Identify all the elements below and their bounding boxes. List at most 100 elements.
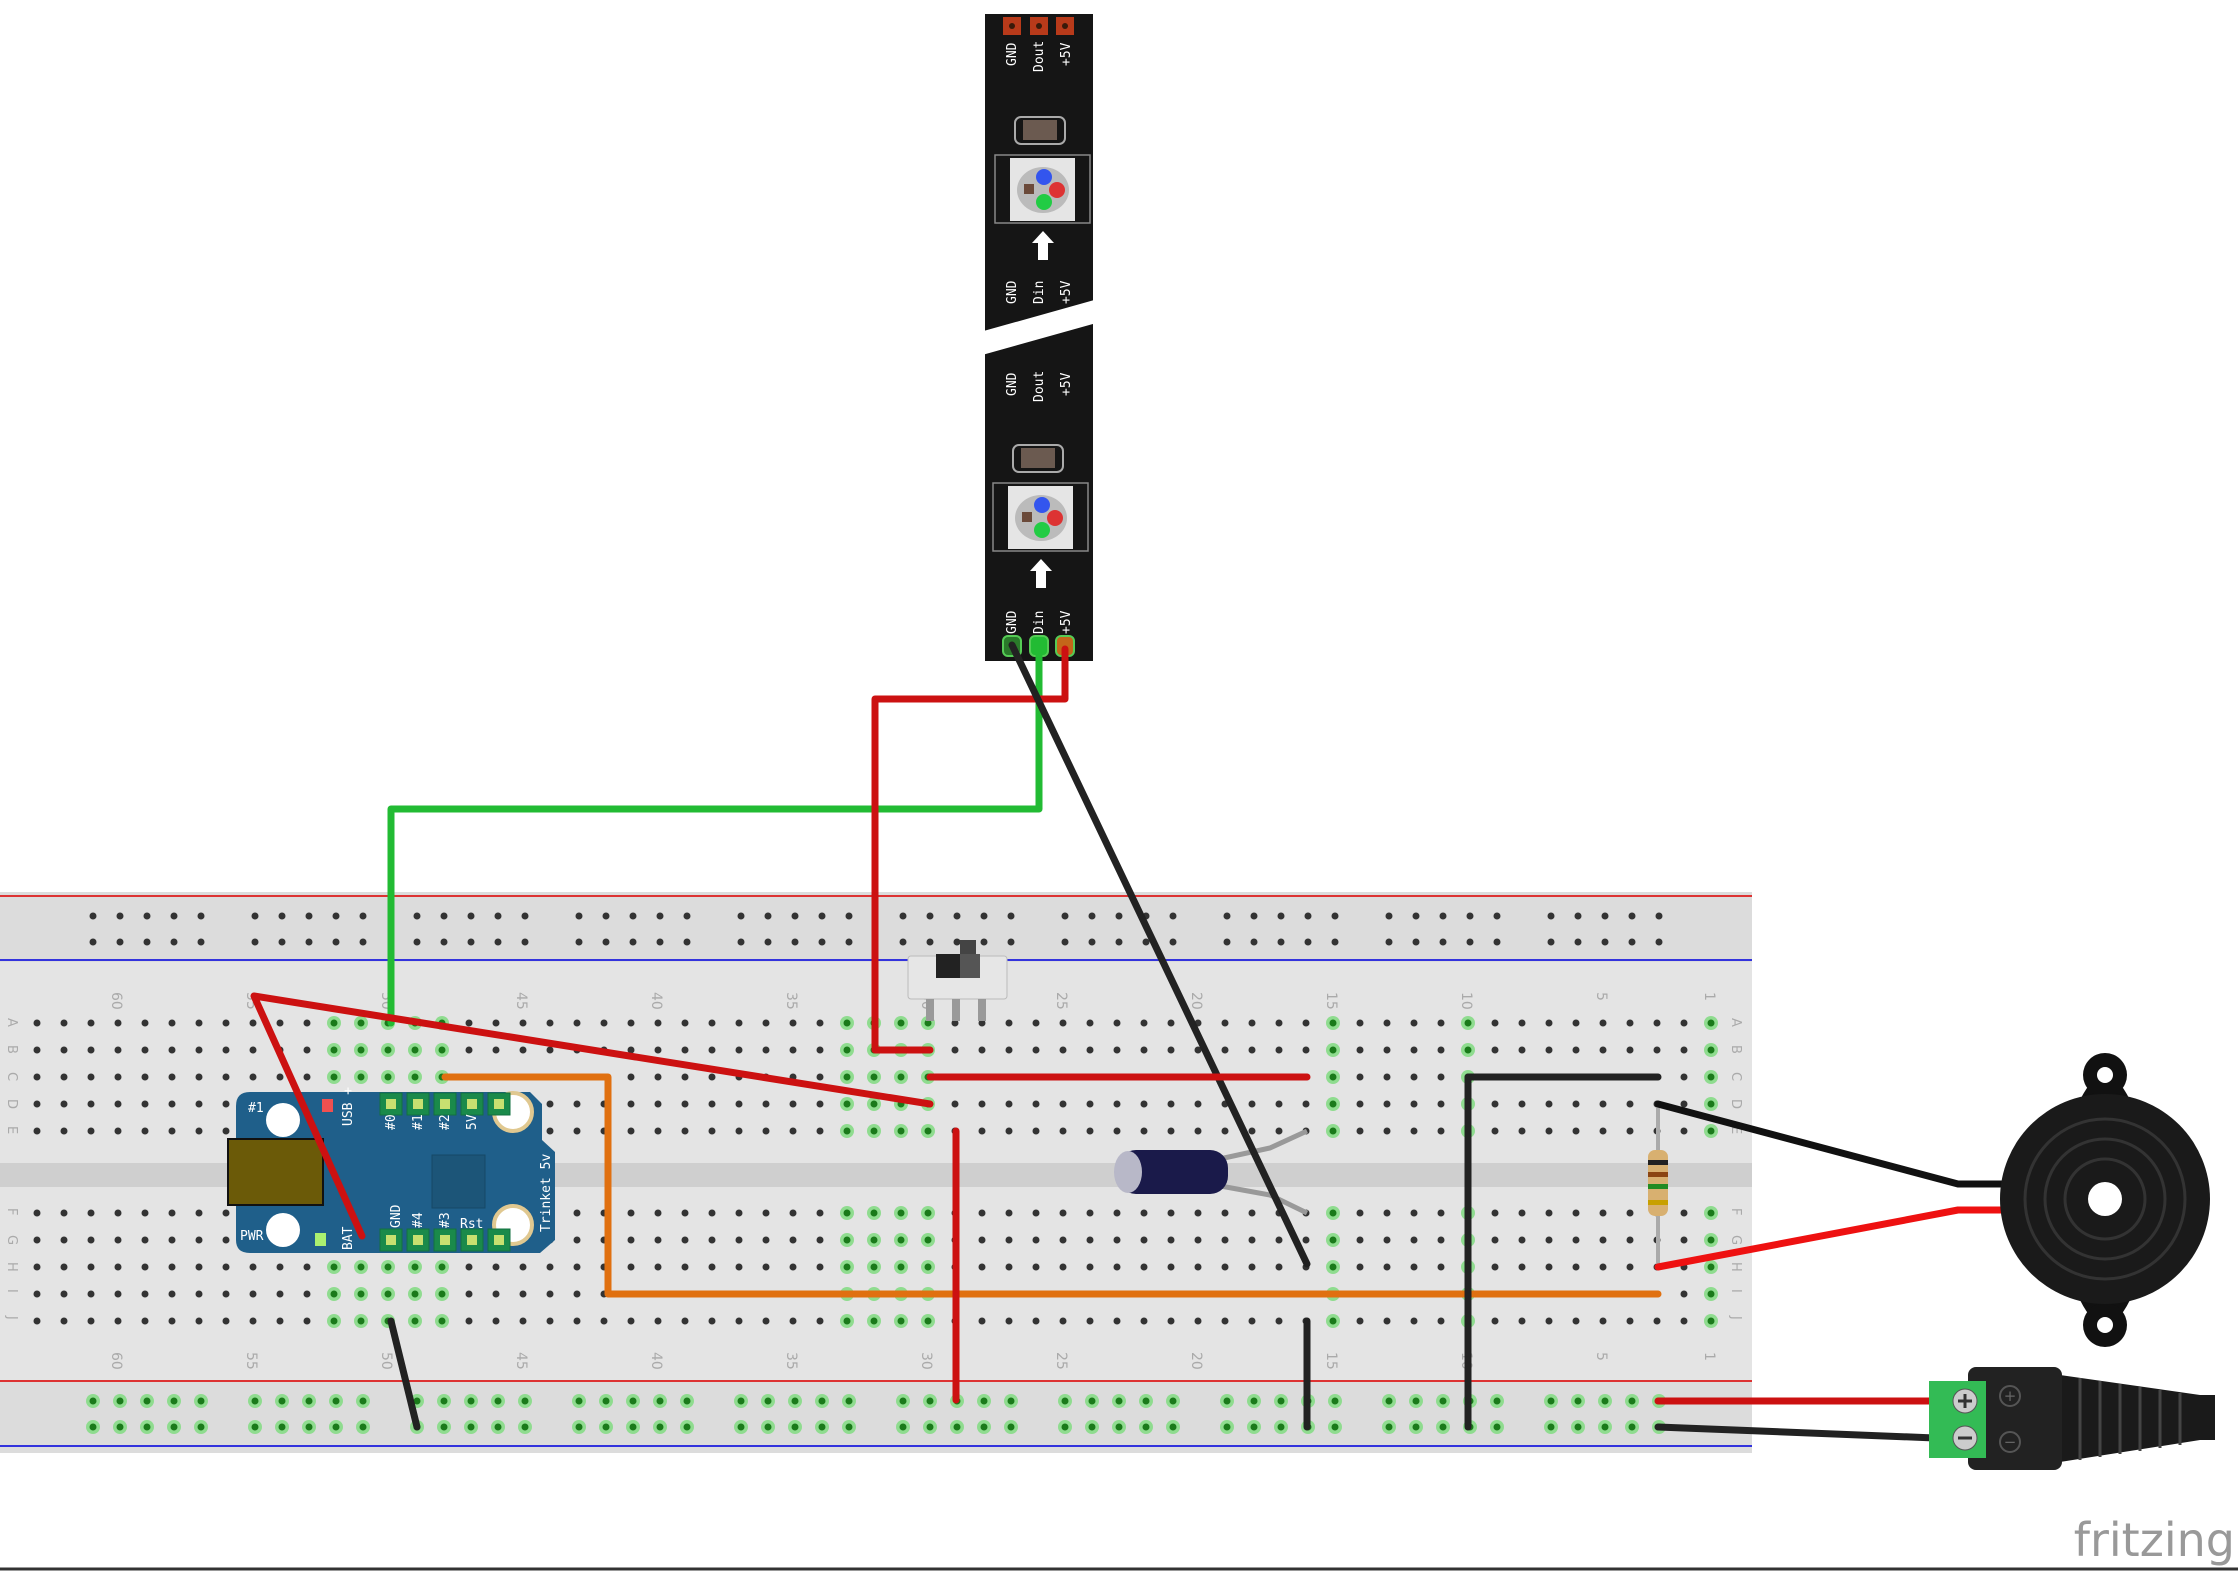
breadboard-hole[interactable] [1383,1019,1391,1027]
breadboard-hole[interactable] [978,1127,986,1135]
breadboard-hole[interactable] [141,1073,149,1081]
breadboard-hole[interactable] [1437,1317,1445,1325]
rail-hole[interactable] [170,1423,178,1431]
breadboard-hole[interactable] [1356,1236,1364,1244]
breadboard-hole[interactable] [1059,1019,1067,1027]
breadboard-hole[interactable] [195,1019,203,1027]
rail-hole[interactable] [980,1423,988,1431]
breadboard-hole[interactable] [1383,1317,1391,1325]
breadboard-hole[interactable] [1275,1100,1283,1108]
breadboard-hole[interactable] [87,1100,95,1108]
rail-hole[interactable] [1115,1397,1123,1405]
wire-red-strip-power[interactable] [871,645,1069,1054]
breadboard-hole[interactable] [1329,1046,1337,1054]
rail-hole[interactable] [1223,1397,1231,1405]
breadboard-hole[interactable] [681,1209,689,1217]
rail-hole[interactable] [818,1397,826,1405]
breadboard-hole[interactable] [654,1263,662,1271]
breadboard-hole[interactable] [141,1019,149,1027]
wire-black-jack[interactable] [1654,1423,1939,1442]
breadboard-hole[interactable] [1680,1127,1688,1135]
breadboard-hole[interactable] [681,1127,689,1135]
breadboard-hole[interactable] [303,1317,311,1325]
rail-hole[interactable] [737,938,745,946]
rail-hole[interactable] [1331,912,1339,920]
breadboard-hole[interactable] [1032,1209,1040,1217]
breadboard-hole[interactable] [1086,1127,1094,1135]
breadboard-hole[interactable] [1572,1236,1580,1244]
breadboard-hole[interactable] [1140,1317,1148,1325]
breadboard-hole[interactable] [1032,1046,1040,1054]
breadboard-hole[interactable] [627,1209,635,1217]
breadboard-hole[interactable] [1518,1127,1526,1135]
breadboard-hole[interactable] [1140,1046,1148,1054]
breadboard-hole[interactable] [1572,1127,1580,1135]
rail-hole[interactable] [116,912,124,920]
breadboard-hole[interactable] [1491,1046,1499,1054]
breadboard-hole[interactable] [519,1046,527,1054]
breadboard-hole[interactable] [1059,1046,1067,1054]
breadboard-hole[interactable] [1545,1236,1553,1244]
rail-hole[interactable] [953,1423,961,1431]
breadboard-hole[interactable] [1248,1209,1256,1217]
breadboard-hole[interactable] [1113,1263,1121,1271]
breadboard-hole[interactable] [195,1317,203,1325]
breadboard-hole[interactable] [114,1317,122,1325]
rail-hole[interactable] [791,938,799,946]
breadboard-hole[interactable] [1599,1263,1607,1271]
breadboard-hole[interactable] [627,1127,635,1135]
breadboard-hole[interactable] [1653,1046,1661,1054]
breadboard-hole[interactable] [60,1019,68,1027]
breadboard-hole[interactable] [330,1263,338,1271]
rail-hole[interactable] [332,938,340,946]
breadboard-hole[interactable] [330,1317,338,1325]
breadboard-hole[interactable] [1167,1046,1175,1054]
breadboard-hole[interactable] [1626,1317,1634,1325]
breadboard-hole[interactable] [789,1209,797,1217]
breadboard-hole[interactable] [573,1100,581,1108]
rail-hole[interactable] [845,912,853,920]
breadboard-hole[interactable] [681,1046,689,1054]
rail-hole[interactable] [359,912,367,920]
breadboard-hole[interactable] [735,1127,743,1135]
breadboard-hole[interactable] [1437,1209,1445,1217]
breadboard-hole[interactable] [33,1100,41,1108]
breadboard-hole[interactable] [708,1073,716,1081]
breadboard-hole[interactable] [1518,1236,1526,1244]
breadboard-hole[interactable] [1167,1127,1175,1135]
rail-hole[interactable] [1601,1423,1609,1431]
breadboard-hole[interactable] [1356,1317,1364,1325]
breadboard-hole[interactable] [1437,1073,1445,1081]
breadboard-hole[interactable] [1545,1127,1553,1135]
rail-hole[interactable] [1466,912,1474,920]
breadboard-hole[interactable] [141,1236,149,1244]
breadboard-hole[interactable] [1221,1127,1229,1135]
breadboard-hole[interactable] [762,1236,770,1244]
rail-hole[interactable] [629,1423,637,1431]
breadboard-hole[interactable] [1383,1127,1391,1135]
breadboard-hole[interactable] [276,1073,284,1081]
rail-hole[interactable] [413,938,421,946]
breadboard-hole[interactable] [1140,1100,1148,1108]
breadboard-hole[interactable] [924,1019,932,1027]
breadboard-hole[interactable] [1518,1263,1526,1271]
breadboard-hole[interactable] [168,1073,176,1081]
rail-hole[interactable] [899,1397,907,1405]
rail-hole[interactable] [467,938,475,946]
breadboard-hole[interactable] [1707,1046,1715,1054]
rail-hole[interactable] [602,912,610,920]
rail-hole[interactable] [170,938,178,946]
rail-hole[interactable] [305,1423,313,1431]
breadboard-hole[interactable] [276,1263,284,1271]
breadboard-hole[interactable] [789,1100,797,1108]
rail-hole[interactable] [1223,1423,1231,1431]
rail-hole[interactable] [1493,1423,1501,1431]
breadboard-hole[interactable] [114,1209,122,1217]
breadboard-hole[interactable] [1248,1100,1256,1108]
breadboard-hole[interactable] [1626,1019,1634,1027]
rail-hole[interactable] [602,1397,610,1405]
rail-hole[interactable] [89,912,97,920]
breadboard-hole[interactable] [465,1019,473,1027]
breadboard-hole[interactable] [627,1046,635,1054]
breadboard-hole[interactable] [1410,1100,1418,1108]
